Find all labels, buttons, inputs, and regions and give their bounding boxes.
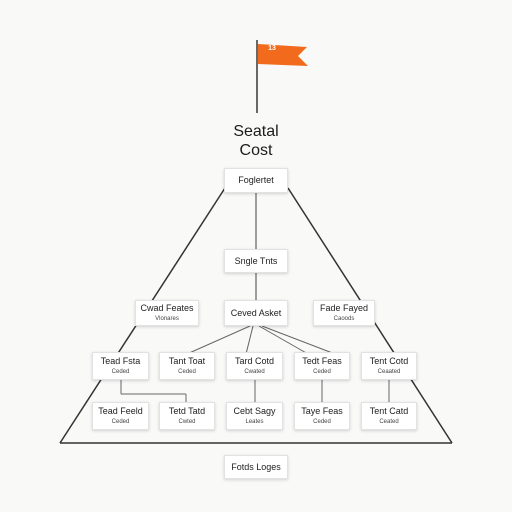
top-node-label: Foglertet xyxy=(238,175,274,185)
node-sublabel: Ceded xyxy=(111,419,130,425)
node-sublabel: Ceded xyxy=(313,369,331,375)
node-label: Cwad Feates xyxy=(140,303,194,313)
fifth-row-node-2: Tetd Tatd Cwted xyxy=(159,402,215,430)
title-line-2: Cost xyxy=(239,142,273,159)
node-label: Tard Cotd xyxy=(234,356,275,366)
fan-right xyxy=(258,325,309,355)
flag-icon xyxy=(258,44,308,66)
node-label: Ceved Asket xyxy=(230,307,282,318)
third-row-node-center: Ceved Asket xyxy=(224,300,288,326)
fifth-row-node-5: Tent Catd Ceated xyxy=(361,402,417,430)
third-row-node-right: Fade Fayed Caoods xyxy=(313,300,375,326)
fifth-row-node-4: Taye Feas Ceded xyxy=(294,402,350,430)
fan-right-far xyxy=(261,325,336,355)
second-node: Sngle Tnts xyxy=(224,249,288,273)
node-label: Cebt Sagy xyxy=(233,406,276,416)
node-label: Tead Feeld xyxy=(98,406,143,416)
node-label: Tant Toat xyxy=(168,356,206,366)
node-sublabel: Vlonares xyxy=(155,316,179,322)
node-sublabel: Cwted xyxy=(178,419,196,425)
node-sublabel: Ceded xyxy=(313,419,331,425)
title-line-1: Seatal xyxy=(233,123,279,140)
node-label: Fade Fayed xyxy=(319,303,369,313)
top-node: Foglertet xyxy=(224,168,288,193)
node-sublabel: Ceded xyxy=(111,369,130,375)
second-node-label: Sngle Tnts xyxy=(234,255,278,266)
diagram-title: Seatal Cost xyxy=(196,122,316,160)
third-row-node-left: Cwad Feates Vlonares xyxy=(135,300,199,326)
node-label: Tedt Feas xyxy=(302,356,342,366)
fan-left-far xyxy=(186,325,251,355)
fourth-row-node-5: Tent Cotd Ceaated xyxy=(361,352,417,380)
node-sublabel: Cwated xyxy=(244,369,265,375)
node-label: Tent Catd xyxy=(369,406,409,416)
fourth-row-node-4: Tedt Feas Ceded xyxy=(294,352,350,380)
fifth-row-node-3: Cebt Sagy Leates xyxy=(226,402,283,430)
node-sublabel: Ceded xyxy=(178,369,196,375)
base-node: Fotds Loges xyxy=(224,455,288,479)
fourth-row-node-1: Tead Fsta Ceded xyxy=(92,352,149,380)
node-label: Tetd Tatd xyxy=(168,406,206,416)
base-node-label: Fotds Loges xyxy=(231,461,281,472)
fourth-row-node-3: Tard Cotd Cwated xyxy=(226,352,283,380)
node-label: Tead Fsta xyxy=(100,356,141,366)
node-label: Taye Feas xyxy=(301,406,343,416)
node-sublabel: Caoods xyxy=(333,316,355,322)
fifth-row-node-1: Tead Feeld Ceded xyxy=(92,402,149,430)
node-sublabel: Ceated xyxy=(379,419,399,425)
node-sublabel: Leates xyxy=(245,419,264,425)
fan-left xyxy=(245,325,254,355)
flag-label: 13 xyxy=(268,45,276,52)
node-label: Tent Cotd xyxy=(369,356,409,366)
node-sublabel: Ceaated xyxy=(377,369,401,375)
fourth-row-node-2: Tant Toat Ceded xyxy=(159,352,215,380)
